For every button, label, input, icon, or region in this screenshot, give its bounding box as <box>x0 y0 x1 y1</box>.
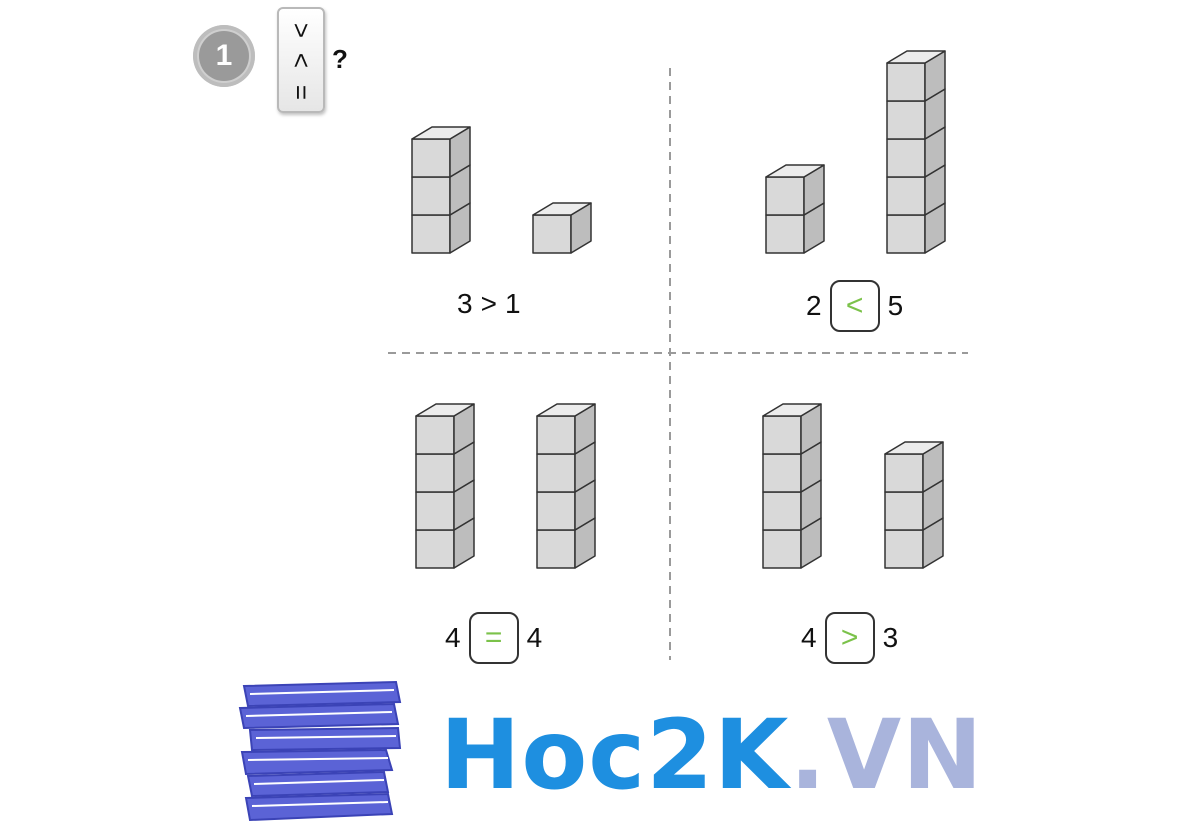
cube-front <box>411 214 451 254</box>
cube-front <box>765 176 805 216</box>
comparison-symbols-card: > < = <box>277 7 325 113</box>
expression-2-answer-box[interactable]: < <box>829 280 880 332</box>
cube-front <box>411 138 451 178</box>
expression-4-answer-box[interactable]: > <box>824 612 875 664</box>
expression-1-left: 3 <box>457 288 473 319</box>
cube-top <box>886 50 946 64</box>
cube-front <box>884 491 924 531</box>
cube-tower <box>765 164 825 254</box>
cube-front <box>884 529 924 569</box>
cube-front <box>884 453 924 493</box>
cube-front <box>762 453 802 493</box>
expression-1: 3 > 1 <box>457 288 521 320</box>
expression-1-symbol: > <box>480 288 497 319</box>
cube-tower <box>411 126 471 254</box>
cube-top <box>532 202 592 216</box>
cube-front <box>532 214 572 254</box>
cube-top <box>884 441 944 455</box>
cube-front <box>536 415 576 455</box>
cube-tower <box>532 202 592 254</box>
cube-tower <box>536 403 596 569</box>
cube-tower <box>884 441 944 569</box>
cube-tower <box>762 403 822 569</box>
logo-main-text: Hoc2K <box>440 699 790 811</box>
cube-front <box>411 176 451 216</box>
question-mark: ? <box>332 44 348 74</box>
site-logo[interactable]: Hoc2K.VN <box>440 700 984 810</box>
cube-top <box>536 403 596 417</box>
cube-top <box>415 403 475 417</box>
expression-2-right: 5 <box>887 290 904 321</box>
cube-front <box>415 415 455 455</box>
expression-2-left: 2 <box>806 290 822 321</box>
cube-front <box>415 491 455 531</box>
cube-top <box>765 164 825 178</box>
expression-4-symbol: > <box>840 621 859 654</box>
exercise-number-badge: 1 <box>193 25 255 87</box>
cube-front <box>536 453 576 493</box>
expression-2-symbol: < <box>845 289 864 322</box>
cube-front <box>415 453 455 493</box>
expression-4: 4 > 3 <box>801 612 898 664</box>
expression-3: 4 = 4 <box>445 612 542 664</box>
cube-top <box>762 403 822 417</box>
cube-front <box>886 176 926 216</box>
cube-front <box>415 529 455 569</box>
expression-4-right: 3 <box>882 622 899 653</box>
expression-3-answer-box[interactable]: = <box>468 612 519 664</box>
expression-3-right: 4 <box>526 622 543 653</box>
expression-1-right: 1 <box>504 288 521 319</box>
cube-front <box>765 214 805 254</box>
cube-front <box>762 415 802 455</box>
cube-front <box>886 62 926 102</box>
expression-3-symbol: = <box>484 621 503 654</box>
expression-4-left: 4 <box>801 622 817 653</box>
cube-front <box>762 491 802 531</box>
expression-3-left: 4 <box>445 622 461 653</box>
cube-front <box>886 214 926 254</box>
cube-top <box>411 126 471 140</box>
cube-front <box>886 100 926 140</box>
books-logo-icon <box>238 680 402 822</box>
exercise-number: 1 <box>199 31 249 81</box>
cube-front <box>536 529 576 569</box>
cube-tower <box>415 403 475 569</box>
cube-front <box>536 491 576 531</box>
expression-2: 2 < 5 <box>806 280 903 332</box>
cube-front <box>762 529 802 569</box>
cube-front <box>886 138 926 178</box>
logo-suffix-text: .VN <box>789 699 984 811</box>
cube-tower <box>886 50 946 254</box>
